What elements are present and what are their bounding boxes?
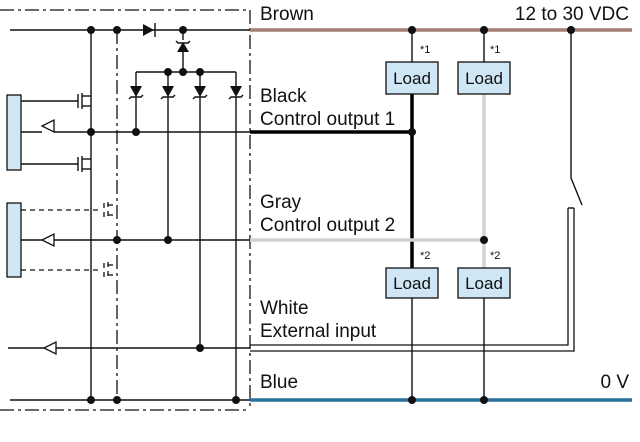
load-1-bottom: Load [385,267,439,299]
blue-label: Blue [260,372,298,393]
external-wires [250,28,632,402]
load-label: Load [465,69,503,88]
internal-rails [10,29,250,401]
external-junctions [408,26,575,404]
internal-circuit-boundary [0,9,251,411]
control-output-1-label: Control output 1 [260,109,395,130]
note-marker-1: *1 [420,44,430,56]
ground-label: 0 V [600,372,629,393]
brown-label: Brown [260,4,314,25]
load-label: Load [465,274,503,293]
load-label: Load [393,69,431,88]
note-marker-2: *2 [420,250,430,262]
output-1-driver [6,93,250,172]
white-label: White [260,298,309,319]
note-marker-2: *2 [490,250,500,262]
supply-diode [143,23,156,37]
output-2-driver [6,202,250,278]
supply-voltage-label: 12 to 30 VDC [515,4,629,25]
external-input-label: External input [260,321,377,342]
gray-label: Gray [260,192,302,213]
external-input-buffer [8,340,250,356]
black-label: Black [260,86,307,107]
white-wire [250,208,569,346]
internal-junctions [87,26,240,404]
zener-array [128,71,244,400]
load-2-top: Load [457,61,511,95]
note-marker-1: *1 [490,44,500,56]
supply-zener [175,40,191,72]
load-label: Load [393,274,431,293]
load-2-bottom: Load [457,267,511,299]
load-1-top: Load [385,61,439,95]
control-output-2-label: Control output 2 [260,215,395,236]
